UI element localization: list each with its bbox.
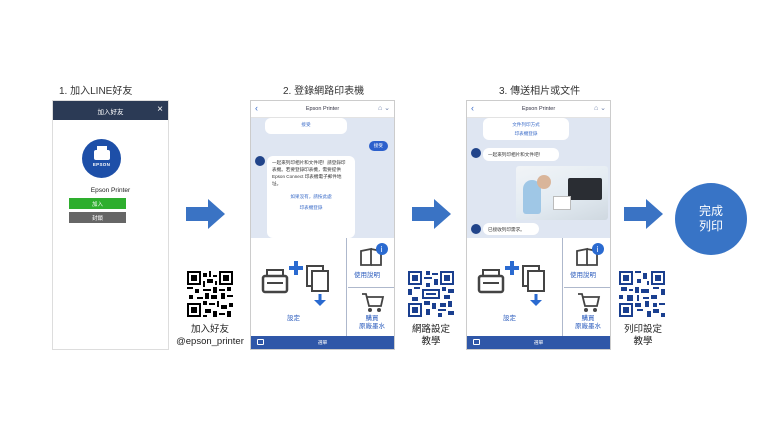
- step3-title: 3. 傳送相片或文件: [499, 86, 581, 97]
- help-label: 使用說明: [354, 272, 380, 279]
- help-label-3: 使用說明: [570, 272, 596, 279]
- add-friend-title: 加入好友: [97, 108, 124, 116]
- sent-photo[interactable]: [516, 166, 608, 220]
- setup-label: 設定: [287, 315, 300, 322]
- rich-menu: 設定 i 使用說明 購買 原廠墨水: [251, 238, 394, 338]
- qr3-caption-line2: 教學: [633, 336, 653, 347]
- add-friend-button[interactable]: 加入: [69, 198, 126, 209]
- help-menu-3[interactable]: i 使用說明: [564, 238, 610, 288]
- setup-menu[interactable]: 設定: [251, 238, 347, 338]
- photo-person-2: [537, 175, 551, 189]
- qr-icon: [187, 271, 233, 317]
- accept-link[interactable]: 接受: [301, 122, 311, 127]
- setup-label-3: 設定: [503, 315, 516, 322]
- chat-messages: 接受 接受 一起來列印相片和文件吧！請登錄印表機。若要登錄印表機，需要提供Eps…: [251, 118, 394, 238]
- home-icon-3[interactable]: ⌂ ⌄: [593, 105, 606, 112]
- buy-label-line1: 購買: [365, 315, 379, 322]
- photo-person-1: [523, 180, 541, 214]
- bot-avatar-3: [471, 148, 481, 158]
- menu-footer-3[interactable]: 選單: [467, 336, 610, 349]
- register-printer-chat: ‹ Epson Printer ⌂ ⌄ 接受 接受 一起來列印相片和文件吧！請登…: [250, 100, 395, 350]
- qr-code-print-setup: [619, 271, 665, 317]
- keyboard-icon-3[interactable]: [473, 339, 480, 345]
- send-photo-chat: ‹ Epson Printer ⌂ ⌄ 文件列印方式 印表機登錄 一起來列印相片…: [466, 100, 611, 350]
- qr-code-add-friend: [187, 271, 233, 317]
- back-icon[interactable]: ‹: [255, 103, 258, 113]
- chat-header-3: ‹ Epson Printer ⌂ ⌄: [467, 101, 610, 118]
- printer-icon: [93, 146, 110, 160]
- printer-setup-icon: [261, 261, 329, 306]
- bot-received-message: 已接收列印需求。: [483, 223, 539, 235]
- chat-bubble-top-3: 文件列印方式 印表機登錄: [483, 118, 569, 140]
- line-add-friend-panel: 加入好友 × EPSON Epson Printer 加入 封鎖: [52, 100, 169, 350]
- bot-avatar-3b: [471, 224, 481, 234]
- menu-footer-label-3: 選單: [533, 341, 544, 346]
- chat-title: Epson Printer: [305, 106, 340, 112]
- buy-label-3-line2: 原廠墨水: [575, 323, 601, 330]
- no-email-link[interactable]: 如果沒有，請按此處: [290, 194, 332, 199]
- cart-icon: [362, 293, 385, 312]
- step2-title: 2. 登錄網路印表機: [283, 86, 365, 97]
- menu-footer[interactable]: 選單: [251, 336, 394, 349]
- photo-print: [553, 196, 571, 210]
- keyboard-icon[interactable]: [257, 339, 264, 345]
- add-friend-header: 加入好友 ×: [53, 101, 168, 120]
- received-text: 已接收列印需求。: [488, 227, 525, 232]
- printer-setup-icon-3: [477, 261, 545, 306]
- bot-message-3-text: 一起來列印相片和文件吧！: [488, 152, 544, 157]
- qr1-caption-line1: 加入好友: [190, 324, 229, 335]
- step1-title: 1. 加入LINE好友: [59, 86, 133, 97]
- epson-logo: EPSON: [82, 139, 121, 178]
- rich-menu-3: 設定 i 使用說明 購買 原廠墨水: [467, 238, 610, 338]
- qr2-caption-line1: 網路設定: [411, 324, 450, 335]
- chat-header: ‹ Epson Printer ⌂ ⌄: [251, 101, 394, 118]
- account-name: Epson Printer: [90, 187, 131, 194]
- qr1-caption: 加入好友 @epson_printer: [172, 324, 248, 348]
- buy-label-line2: 原廠墨水: [359, 323, 385, 330]
- buy-ink-menu[interactable]: 購買 原廠墨水: [348, 288, 394, 338]
- chat-bubble-top: 接受: [265, 118, 347, 134]
- photo-printer: [568, 178, 602, 200]
- qr1-caption-line2: @epson_printer: [176, 336, 244, 347]
- bot-message: 一起來列印相片和文件吧！請登錄印表機。若要登錄印表機，需要提供Epson Con…: [267, 156, 355, 238]
- print-method-text: 文件列印方式: [512, 122, 540, 127]
- bot-message-3: 一起來列印相片和文件吧！: [483, 148, 559, 161]
- buy-label-3-line1: 購買: [581, 315, 595, 322]
- logo-text: EPSON: [92, 162, 111, 167]
- register-printer-link-3[interactable]: 印表機登錄: [514, 131, 538, 136]
- qr-icon-2: [408, 271, 454, 317]
- qr2-caption-line2: 教學: [421, 336, 441, 347]
- block-button[interactable]: 封鎖: [69, 212, 126, 223]
- help-menu[interactable]: i 使用說明: [348, 238, 394, 288]
- register-printer-link[interactable]: 印表機登錄: [299, 205, 323, 210]
- close-icon[interactable]: ×: [157, 104, 163, 115]
- home-icon[interactable]: ⌂ ⌄: [377, 105, 390, 112]
- back-icon-3[interactable]: ‹: [471, 103, 474, 113]
- complete-print-badge: 完成 列印: [675, 183, 747, 255]
- qr3-caption-line1: 列印設定: [623, 324, 662, 335]
- svg-text:i: i: [597, 245, 599, 254]
- complete-line1: 完成: [698, 204, 723, 218]
- qr-code-network-setup: [408, 271, 454, 317]
- bot-avatar: [255, 156, 265, 166]
- my-message: 接受: [368, 141, 388, 151]
- chat-messages-3: 文件列印方式 印表機登錄 一起來列印相片和文件吧！ 已接收列印需求。: [467, 118, 610, 238]
- qr2-caption: 網路設定 教學: [404, 324, 458, 348]
- book-info-icon: i: [360, 243, 388, 266]
- book-info-icon-3: i: [576, 243, 604, 266]
- cart-icon-3: [578, 293, 601, 312]
- buy-label-3: 購買 原廠墨水: [566, 315, 610, 331]
- buy-ink-menu-3[interactable]: 購買 原廠墨水: [564, 288, 610, 338]
- qr3-caption: 列印設定 教學: [616, 324, 670, 348]
- bot-message-text: 一起來列印相片和文件吧！請登錄印表機。若要登錄印表機，需要提供Epson Con…: [272, 160, 346, 186]
- buy-label: 購買 原廠墨水: [350, 315, 394, 331]
- svg-text:i: i: [381, 245, 383, 254]
- complete-line2: 列印: [698, 219, 723, 233]
- qr-icon-3: [619, 271, 665, 317]
- chat-title-3: Epson Printer: [521, 106, 556, 112]
- menu-footer-label: 選單: [317, 341, 328, 346]
- setup-menu-3[interactable]: 設定: [467, 238, 563, 338]
